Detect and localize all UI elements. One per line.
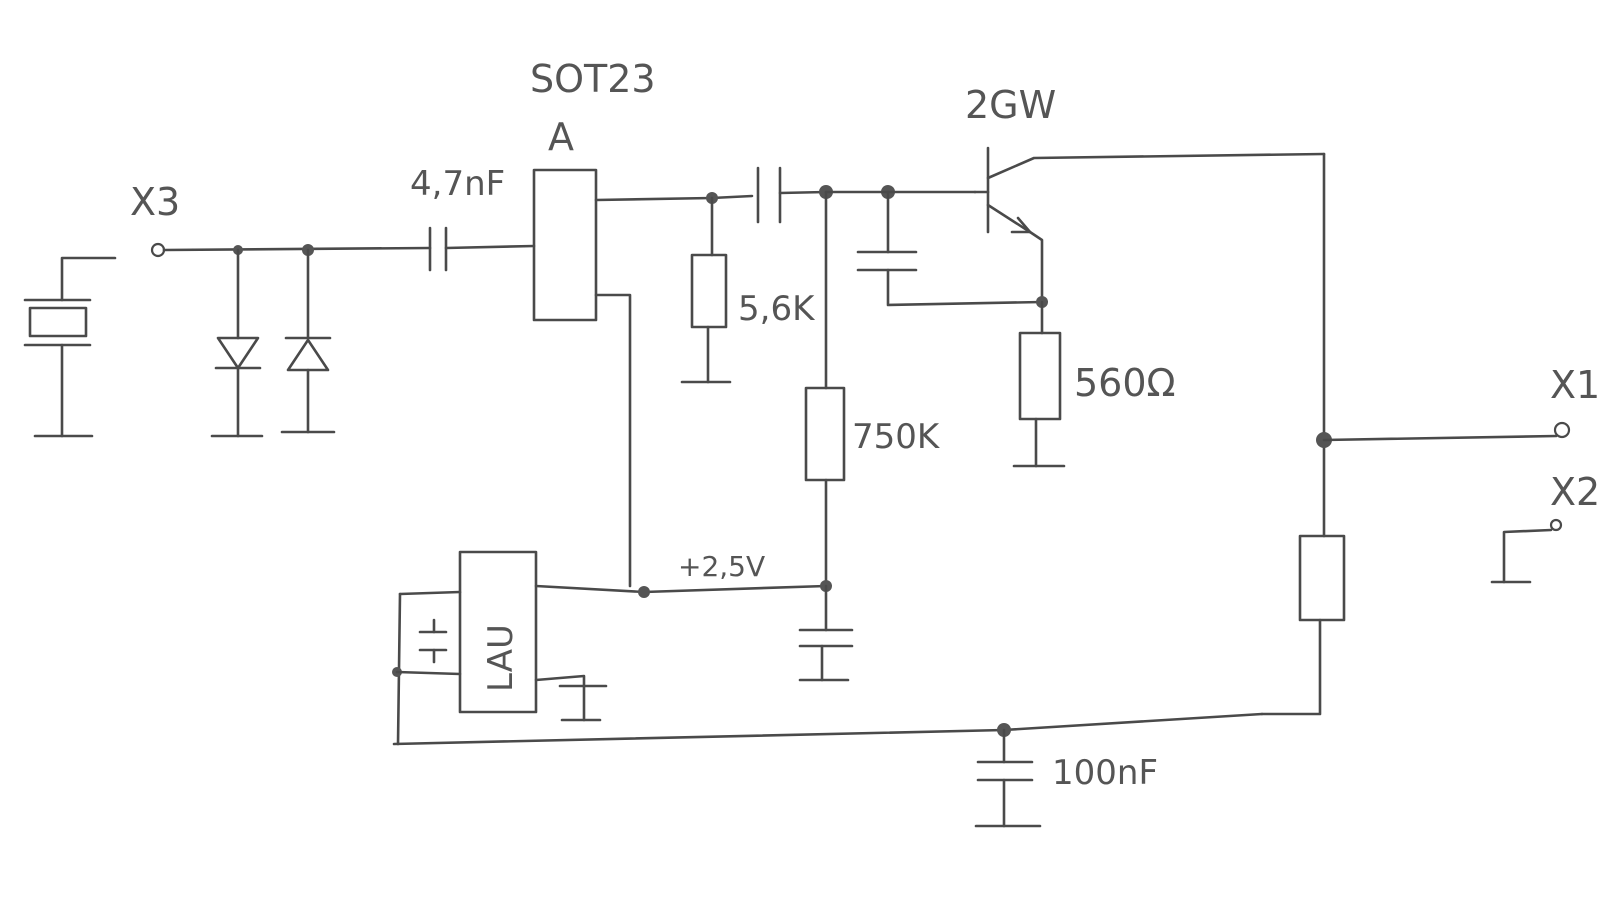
terminal-x2 bbox=[1490, 518, 1563, 584]
label-sot23: SOT23 bbox=[530, 57, 656, 101]
label-x3: X3 bbox=[130, 180, 180, 224]
capacitor-coupling bbox=[756, 166, 828, 224]
capacitor-be bbox=[856, 190, 1044, 307]
bottom-wire bbox=[392, 712, 1264, 746]
label-r-560: 560Ω bbox=[1074, 361, 1176, 405]
label-x1: X1 bbox=[1550, 363, 1600, 407]
terminal-x1 bbox=[1553, 421, 1571, 439]
label-lau: LAU bbox=[481, 624, 521, 692]
resistor-2k2 bbox=[1260, 534, 1346, 716]
ic-a-sot23 bbox=[532, 168, 598, 322]
capacitor-100nf bbox=[974, 723, 1042, 828]
capacitor-input bbox=[428, 226, 536, 272]
label-cap-input: 4,7nF bbox=[410, 164, 505, 204]
diode-1 bbox=[210, 248, 264, 438]
resistor-750k bbox=[804, 190, 846, 582]
label-r-5k6: 5,6K bbox=[738, 289, 816, 329]
label-x2: X2 bbox=[1550, 470, 1600, 514]
label-r-750k: 750K bbox=[852, 417, 941, 457]
label-cap-100nf: 100nF bbox=[1052, 753, 1158, 793]
crystal-element bbox=[23, 256, 117, 438]
label-a: A bbox=[548, 115, 574, 159]
resistor-5k6 bbox=[680, 192, 732, 384]
input-wire bbox=[162, 246, 432, 252]
diode-2 bbox=[280, 248, 336, 434]
capacitor-vref bbox=[798, 584, 854, 682]
label-vref: +2,5V bbox=[678, 550, 765, 583]
resistor-560 bbox=[1012, 296, 1066, 468]
transistor-2gw bbox=[973, 146, 1326, 304]
ic-lau bbox=[392, 550, 832, 746]
label-transistor: 2GW bbox=[965, 83, 1056, 127]
terminal-x3 bbox=[150, 242, 166, 258]
